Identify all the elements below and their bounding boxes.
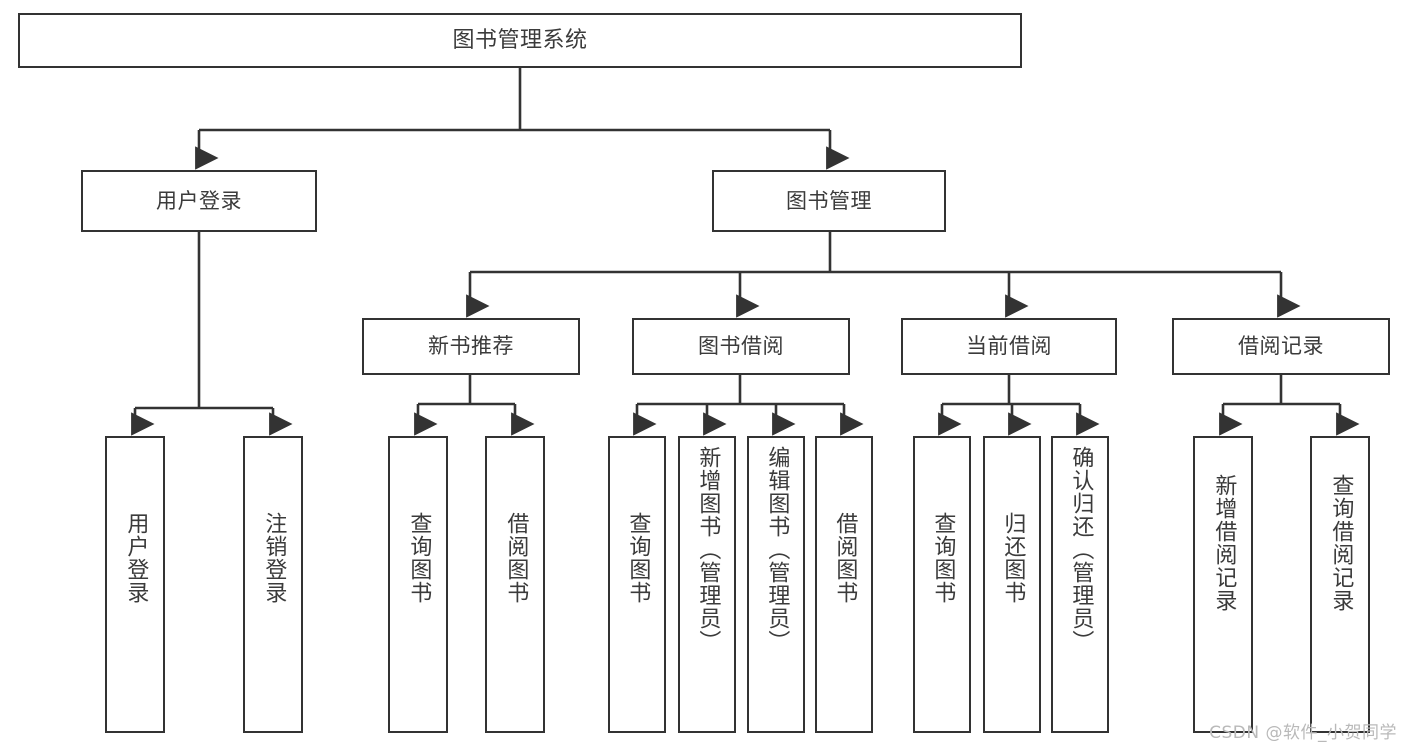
node-book-borrow[interactable]: 图书借阅 bbox=[632, 318, 850, 375]
node-book-borrow-label: 图书借阅 bbox=[698, 334, 784, 359]
node-leaf-add-record[interactable]: 新增借阅记录 bbox=[1193, 436, 1253, 733]
node-leaf-user-login-label: 用户登录 bbox=[123, 512, 149, 604]
node-leaf-query-record-label: 查询借阅记录 bbox=[1328, 474, 1354, 612]
node-leaf-borrow-book-rec-label: 借阅图书 bbox=[503, 512, 529, 604]
node-leaf-return-book-label: 归还图书 bbox=[1000, 512, 1026, 604]
node-leaf-logout[interactable]: 注销登录 bbox=[243, 436, 303, 733]
node-leaf-confirm-return-label: 确认归还（管理员） bbox=[1068, 446, 1094, 653]
node-leaf-query-book-current[interactable]: 查询图书 bbox=[913, 436, 971, 733]
node-leaf-add-book[interactable]: 新增图书（管理员） bbox=[678, 436, 736, 733]
node-book-manage[interactable]: 图书管理 bbox=[712, 170, 946, 232]
node-leaf-return-book[interactable]: 归还图书 bbox=[983, 436, 1041, 733]
node-leaf-query-book-borrow-label: 查询图书 bbox=[625, 512, 651, 604]
node-leaf-logout-label: 注销登录 bbox=[261, 512, 287, 604]
node-user-login-label: 用户登录 bbox=[156, 188, 242, 213]
node-leaf-query-record[interactable]: 查询借阅记录 bbox=[1310, 436, 1370, 733]
node-new-book-recommend-label: 新书推荐 bbox=[428, 334, 514, 359]
node-borrow-record-label: 借阅记录 bbox=[1238, 334, 1324, 359]
node-leaf-borrow-book[interactable]: 借阅图书 bbox=[815, 436, 873, 733]
node-leaf-borrow-book-rec[interactable]: 借阅图书 bbox=[485, 436, 545, 733]
node-leaf-user-login[interactable]: 用户登录 bbox=[105, 436, 165, 733]
node-current-borrow-label: 当前借阅 bbox=[966, 334, 1052, 359]
node-leaf-edit-book-label: 编辑图书（管理员） bbox=[764, 446, 790, 653]
node-user-login[interactable]: 用户登录 bbox=[81, 170, 317, 232]
node-new-book-recommend[interactable]: 新书推荐 bbox=[362, 318, 580, 375]
node-leaf-add-record-label: 新增借阅记录 bbox=[1211, 474, 1237, 612]
node-leaf-query-book-rec-label: 查询图书 bbox=[406, 512, 432, 604]
node-borrow-record[interactable]: 借阅记录 bbox=[1172, 318, 1390, 375]
node-leaf-query-book-borrow[interactable]: 查询图书 bbox=[608, 436, 666, 733]
node-current-borrow[interactable]: 当前借阅 bbox=[901, 318, 1117, 375]
node-leaf-confirm-return[interactable]: 确认归还（管理员） bbox=[1051, 436, 1109, 733]
node-leaf-add-book-label: 新增图书（管理员） bbox=[695, 446, 721, 653]
node-leaf-borrow-book-label: 借阅图书 bbox=[832, 512, 858, 604]
node-leaf-query-book-current-label: 查询图书 bbox=[930, 512, 956, 604]
node-root-label: 图书管理系统 bbox=[452, 27, 588, 53]
csdn-watermark: CSDN @软件_小贺同学 bbox=[1209, 723, 1397, 743]
node-root[interactable]: 图书管理系统 bbox=[18, 13, 1022, 68]
node-book-manage-label: 图书管理 bbox=[786, 188, 872, 213]
node-leaf-edit-book[interactable]: 编辑图书（管理员） bbox=[747, 436, 805, 733]
node-leaf-query-book-rec[interactable]: 查询图书 bbox=[388, 436, 448, 733]
